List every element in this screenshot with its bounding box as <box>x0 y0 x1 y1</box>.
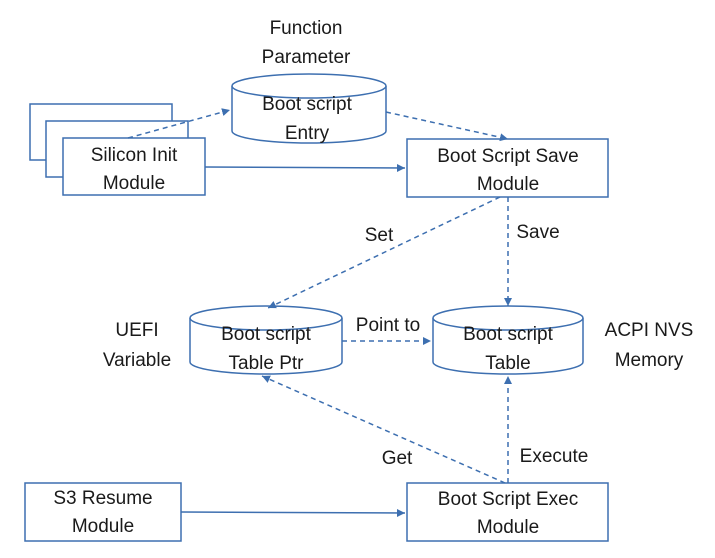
boot-script-table-cylinder <box>432 305 584 375</box>
silicon-to-save-arrow <box>204 163 406 172</box>
function-parameter-label-line1: Function <box>270 18 343 39</box>
point-to-edge-label: Point to <box>356 315 420 336</box>
boot-script-save-label-line2: Module <box>477 174 539 195</box>
get-edge-label: Get <box>382 448 413 469</box>
save-edge-label: Save <box>516 222 559 243</box>
acpi-nvs-memory-label-line2: Memory <box>615 350 684 371</box>
boot-script-save-box <box>406 138 609 198</box>
s3-resume-label-line1: S3 Resume <box>53 488 152 509</box>
acpi-nvs-memory-label-line1: ACPI NVS <box>605 320 694 341</box>
set-edge-label: Set <box>365 225 394 246</box>
silicon-init-label-line1: Silicon Init <box>91 145 178 166</box>
boot-script-table-label-line2: Table <box>485 353 530 374</box>
boot-script-exec-label-line1: Boot Script Exec <box>438 489 578 510</box>
save-to-table-ptr-arrow <box>267 196 501 309</box>
boot-script-table-label-line1: Boot script <box>463 324 553 345</box>
boot-script-exec-box <box>406 482 609 542</box>
silicon-init-box <box>62 137 206 196</box>
boot-script-exec-label-line2: Module <box>477 517 539 538</box>
boot-script-table-ptr-cylinder <box>189 305 343 375</box>
boot-script-entry-cylinder <box>231 73 387 144</box>
uefi-variable-label-line1: UEFI <box>115 320 158 341</box>
resume-to-exec-arrow <box>180 508 406 517</box>
s3-resume-box <box>24 482 182 542</box>
execute-edge-label: Execute <box>520 446 589 467</box>
uefi-variable-label-line2: Variable <box>103 350 171 371</box>
function-parameter-label-line2: Parameter <box>262 47 351 68</box>
boot-script-entry-label-line2: Entry <box>285 123 330 144</box>
boot-script-table-ptr-label-line2: Table Ptr <box>229 353 305 374</box>
silicon-init-label-line2: Module <box>103 173 165 194</box>
boot-script-entry-label-line1: Boot script <box>262 94 352 115</box>
s3-resume-label-line2: Module <box>72 516 134 537</box>
boot-script-table-ptr-label-line1: Boot script <box>221 324 311 345</box>
entry-to-save-arrow <box>385 111 509 142</box>
boot-script-save-label-line1: Boot Script Save <box>437 146 579 167</box>
